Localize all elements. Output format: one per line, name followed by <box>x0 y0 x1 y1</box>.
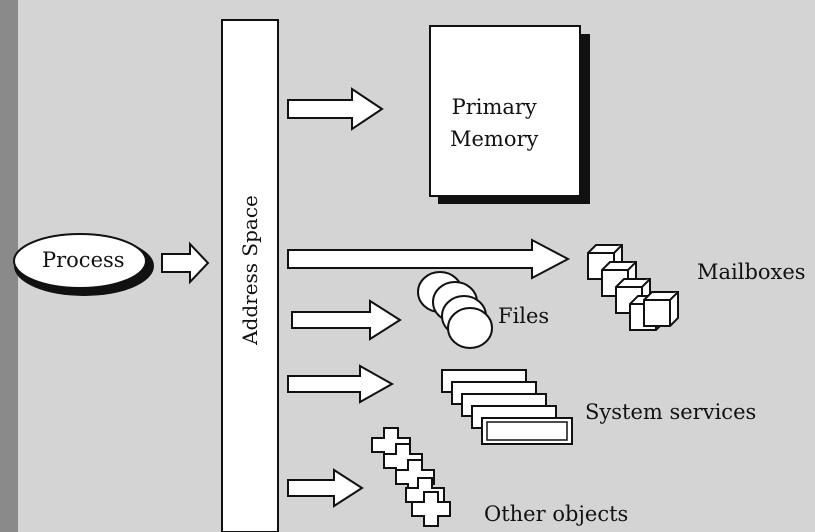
files-disks-icon <box>417 271 493 349</box>
primary-memory-label: Primary Memory <box>450 95 539 151</box>
address-space-bar <box>221 19 279 532</box>
process-label: Process <box>42 248 125 272</box>
page-edge <box>0 0 18 532</box>
objects-arrow <box>287 468 364 508</box>
mailboxes-label: Mailboxes <box>697 260 806 284</box>
services-arrow <box>287 364 395 404</box>
files-label: Files <box>498 304 550 328</box>
process-arrow <box>161 241 210 285</box>
mailbox-cubes-icon <box>587 244 679 331</box>
mailboxes-arrow <box>287 238 571 280</box>
files-arrow <box>291 299 402 341</box>
system-services-icon <box>441 369 573 445</box>
primary-memory-box <box>429 25 581 197</box>
memory-arrow <box>287 87 384 131</box>
system-services-label: System services <box>585 400 757 424</box>
other-objects-icon <box>371 427 451 527</box>
process-ellipse <box>13 233 147 289</box>
other-objects-label: Other objects <box>484 502 629 526</box>
address-space-label: Address Space <box>238 195 262 345</box>
